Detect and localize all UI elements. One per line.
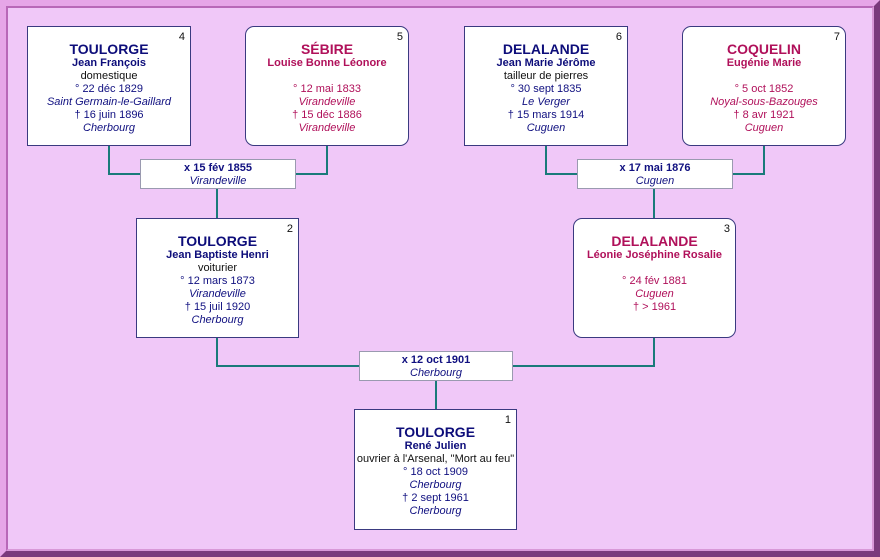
death-date: † 16 juin 1896 [74, 109, 144, 121]
surname: DELALANDE [502, 41, 590, 57]
sosa-number: 5 [396, 31, 403, 43]
sosa-number: 7 [833, 31, 840, 43]
given-names: Eugénie Marie [726, 57, 802, 69]
occupation: ouvrier à l'Arsenal, "Mort au feu" [356, 453, 515, 465]
given-names: Jean François [72, 57, 146, 69]
birth-date: ° 5 oct 1852 [734, 83, 794, 95]
death-place: Virandeville [298, 122, 356, 134]
death-place: Cherbourg [191, 314, 244, 326]
occupation: domestique [80, 70, 138, 82]
death-date: † 15 mars 1914 [507, 109, 585, 121]
occupation: tailleur de pierres [503, 70, 589, 82]
marriage-place: Virandeville [189, 175, 247, 187]
sosa-number: 1 [504, 414, 511, 426]
birth-date: ° 18 oct 1909 [403, 466, 468, 478]
surname: SÉBIRE [300, 41, 354, 57]
person-card-1[interactable]: 1 TOULORGE René Julien ouvrier à l'Arsen… [354, 409, 517, 530]
death-date: † 8 avr 1921 [733, 109, 795, 121]
person-card-3[interactable]: 3 DELALANDE Léonie Joséphine Rosalie ° 2… [573, 218, 736, 338]
birth-date: ° 12 mai 1833 [293, 83, 361, 95]
death-place: Cherbourg [409, 505, 462, 517]
surname: TOULORGE [395, 424, 476, 440]
person-card-6[interactable]: 6 DELALANDE Jean Marie Jérôme tailleur d… [464, 26, 628, 146]
birth-date: ° 24 fév 1881 [622, 275, 687, 287]
birth-place: Le Verger [522, 96, 570, 108]
marriage-date: x 12 oct 1901 [401, 354, 471, 366]
surname: TOULORGE [177, 233, 258, 249]
occupation: voiturier [197, 262, 238, 274]
sosa-number: 3 [723, 223, 730, 235]
birth-place: Noyal-sous-Bazouges [710, 96, 818, 108]
marriage-date: x 17 mai 1876 [619, 162, 691, 174]
connector-4-5 [108, 146, 328, 175]
birth-place: Virandeville [298, 96, 356, 108]
surname: DELALANDE [611, 233, 698, 249]
death-place: Cuguen [744, 122, 784, 134]
given-names: Jean Baptiste Henri [166, 249, 269, 261]
birth-place: Saint Germain-le-Gaillard [46, 96, 172, 108]
given-names: Léonie Joséphine Rosalie [586, 249, 723, 261]
marriage-place: Cherbourg [410, 367, 462, 379]
birth-place: Virandeville [189, 288, 246, 300]
connector-2-3 [216, 338, 655, 367]
birth-date: ° 30 sept 1835 [510, 83, 582, 95]
surname: TOULORGE [69, 41, 149, 57]
person-card-2[interactable]: 2 TOULORGE Jean Baptiste Henri voiturier… [136, 218, 299, 338]
person-card-7[interactable]: 7 COQUELIN Eugénie Marie ° 5 oct 1852 No… [682, 26, 846, 146]
death-date: † 15 juil 1920 [184, 301, 251, 313]
death-place: Cherbourg [83, 122, 135, 134]
person-card-5[interactable]: 5 SÉBIRE Louise Bonne Léonore ° 12 mai 1… [245, 26, 409, 146]
sosa-number: 4 [178, 31, 185, 43]
death-date: † 2 sept 1961 [402, 492, 469, 504]
birth-place: Cuguen [635, 288, 674, 300]
connector-6-7 [545, 146, 765, 175]
surname: COQUELIN [727, 41, 801, 57]
marriage-box-2-3[interactable]: x 12 oct 1901 Cherbourg [359, 351, 513, 381]
marriage-place: Cuguen [635, 175, 675, 187]
person-card-4[interactable]: 4 TOULORGE Jean François domestique ° 22… [27, 26, 191, 146]
death-date: † > 1961 [632, 301, 677, 313]
marriage-box-4-5[interactable]: x 15 fév 1855 Virandeville [140, 159, 296, 189]
birth-date: ° 12 mars 1873 [180, 275, 255, 287]
given-names: Louise Bonne Léonore [267, 57, 387, 69]
death-date: † 15 déc 1886 [292, 109, 362, 121]
given-names: Jean Marie Jérôme [496, 57, 596, 69]
death-place: Cuguen [526, 122, 566, 134]
birth-place: Cherbourg [409, 479, 462, 491]
sosa-number: 2 [286, 223, 293, 235]
given-names: René Julien [404, 440, 467, 452]
birth-date: ° 22 déc 1829 [74, 83, 143, 95]
marriage-box-6-7[interactable]: x 17 mai 1876 Cuguen [577, 159, 733, 189]
marriage-date: x 15 fév 1855 [184, 162, 252, 174]
sosa-number: 6 [615, 31, 622, 43]
